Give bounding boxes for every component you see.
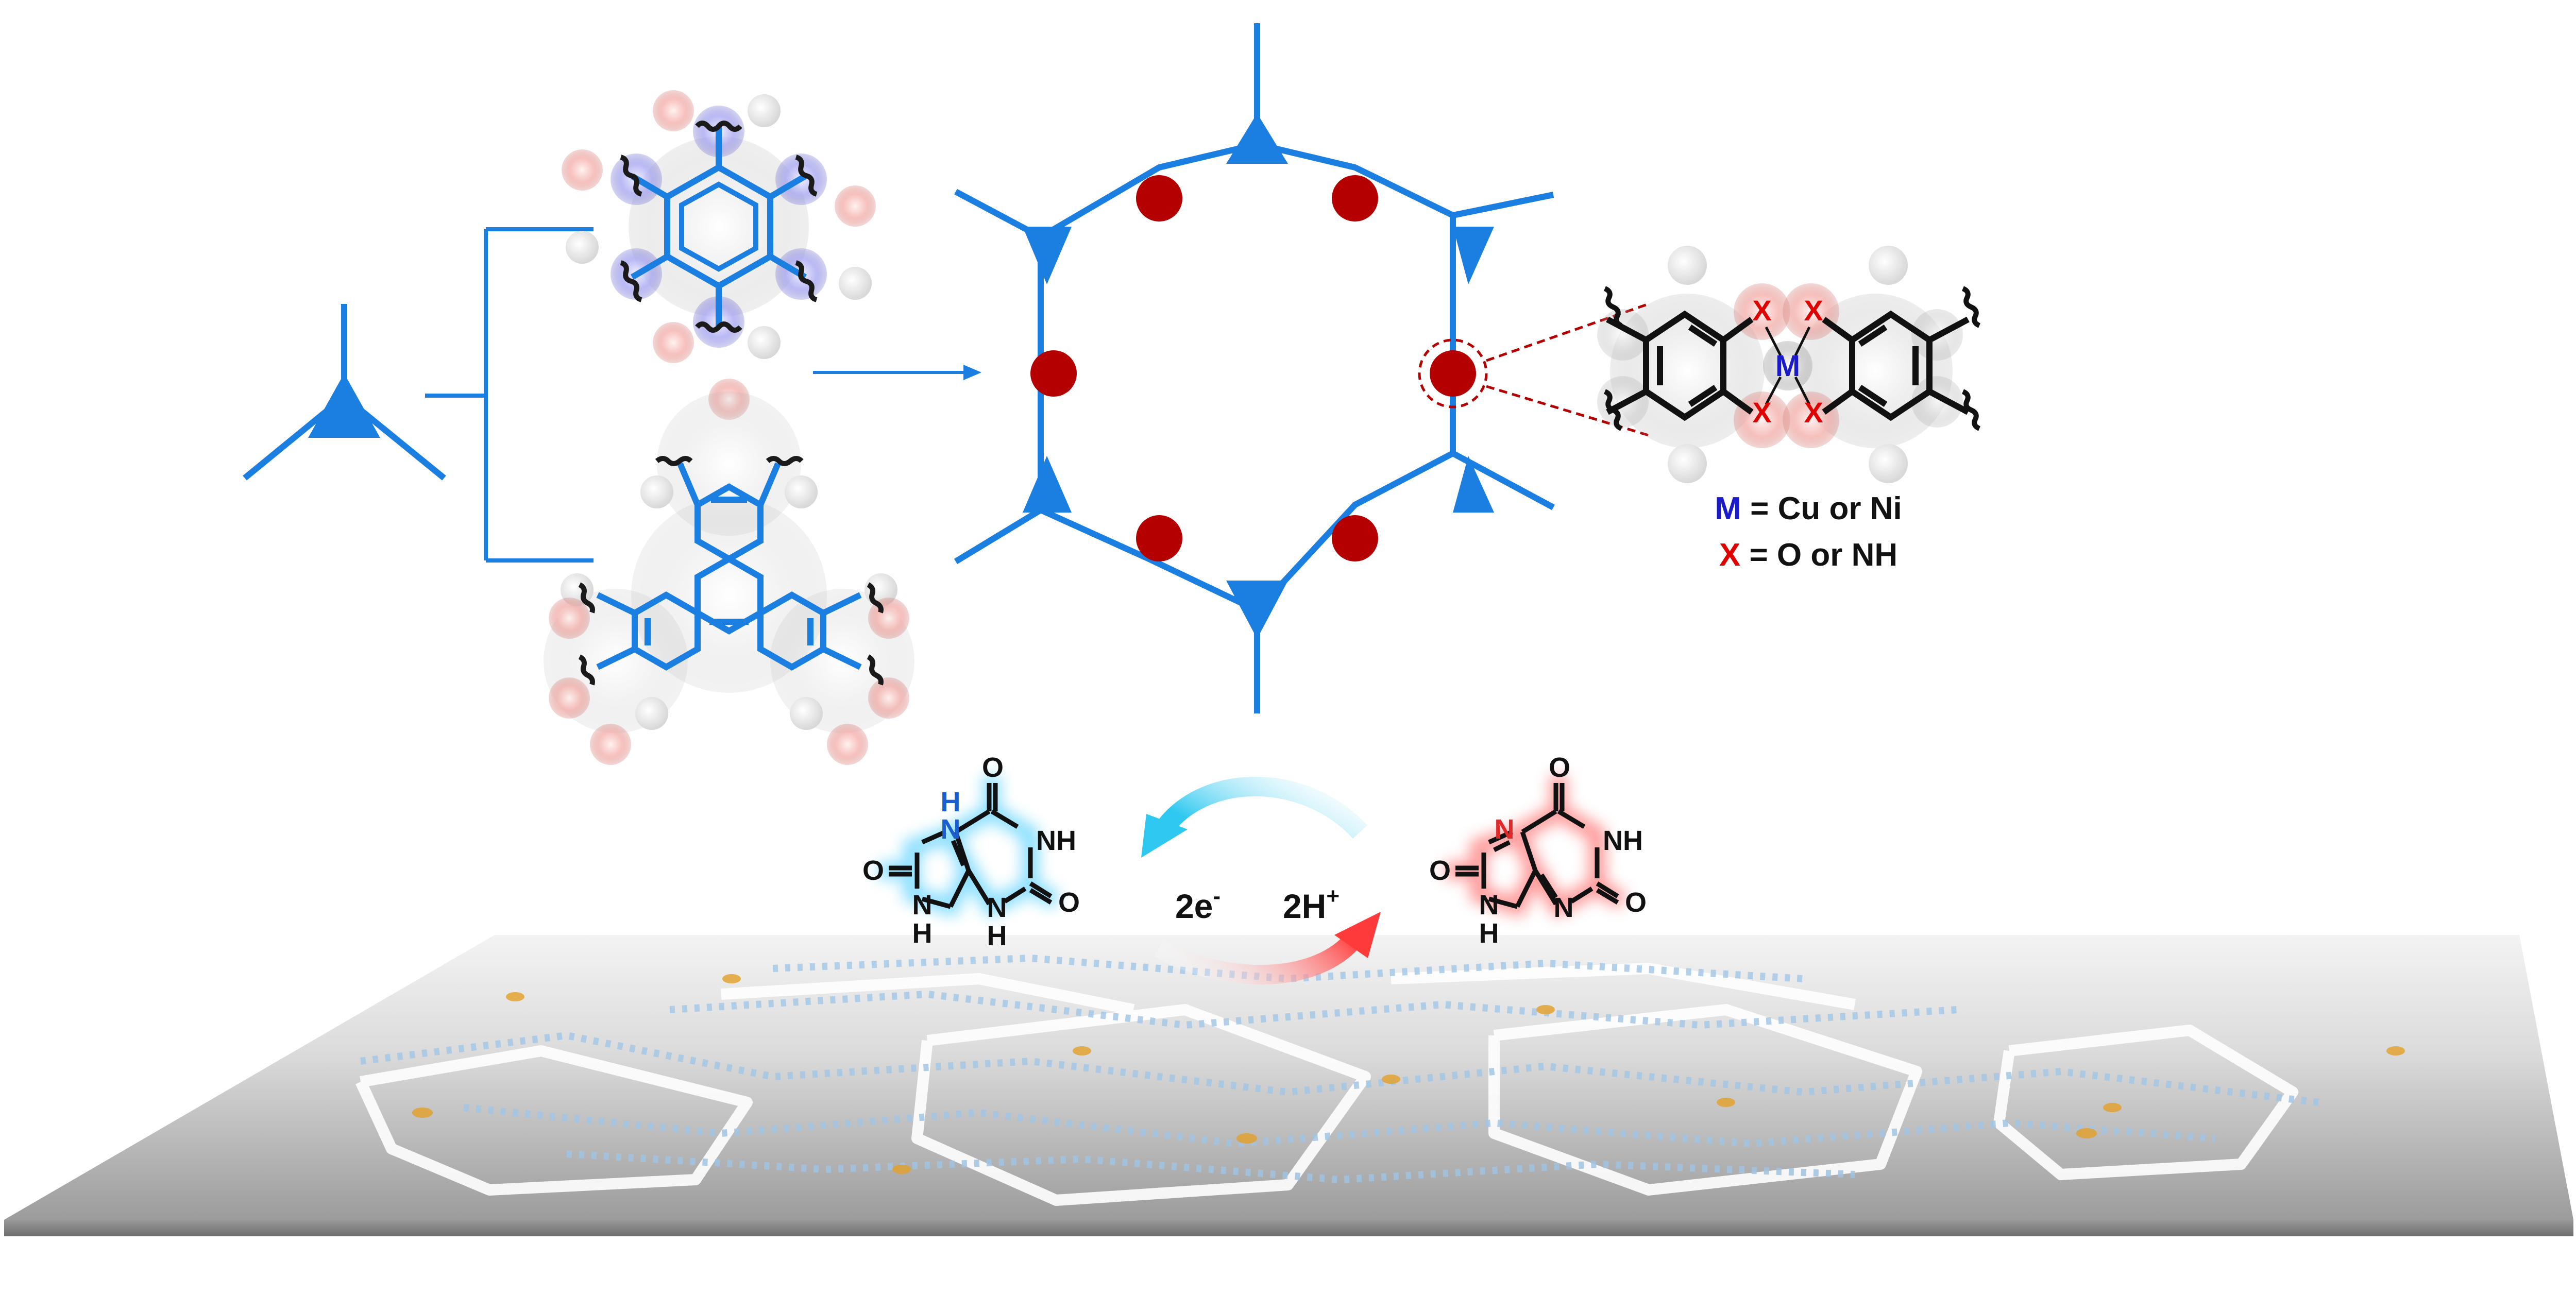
mof-film-platform (4, 935, 2573, 1236)
ligand-x-top-right: X (1804, 294, 1823, 327)
reduced-atom-o-top: O (982, 752, 1004, 783)
oxidized-atom-n-bottom-left: N (1479, 890, 1499, 921)
framework-triangle-nodes (1023, 113, 1494, 639)
reaction-electrons-base: 2e (1175, 887, 1213, 925)
oxidized-atom-o-right: O (1625, 887, 1647, 918)
framework-metal-nodes (1030, 175, 1476, 561)
reduced-atom-h-bottom-right: H (987, 921, 1007, 951)
metal-complex-structure: X X X X M (1597, 246, 1981, 483)
reduced-atom-n-bottom-left: N (912, 890, 933, 921)
oxidized-atom-n-bottom-right: N (1554, 892, 1574, 923)
reduced-atom-n-bottom-right: N (987, 892, 1007, 923)
reduced-atom-o-left: O (862, 855, 884, 886)
reaction-protons-base: 2H (1283, 887, 1326, 925)
triphenylene-linker (544, 379, 914, 765)
ligand-x-bottom-right: X (1804, 396, 1823, 429)
reaction-electrons: 2e- (1175, 883, 1221, 925)
oxidized-atom-o-left: O (1429, 855, 1451, 886)
benzene-linker (562, 90, 876, 363)
linker-bracket (425, 227, 594, 563)
reaction-electrons-sup: - (1213, 883, 1221, 909)
oxidized-atom-n-top: N (1495, 814, 1515, 845)
mof-lattice-texture (355, 954, 2405, 1206)
reaction-protons: 2H+ (1283, 883, 1340, 925)
oxidized-atom-o-top: O (1549, 752, 1570, 783)
reaction-protons-sup: + (1326, 883, 1340, 909)
ligand-x-top-left: X (1752, 294, 1771, 327)
legend-x-text: = O or NH (1740, 537, 1897, 573)
reduced-atom-o-right: O (1058, 887, 1080, 918)
legend-metal-symbol: M (1715, 491, 1741, 526)
oxidized-atom-h-bottom-left: H (1479, 918, 1499, 949)
uric-acid-oxidized: N O NH O N H N O (1429, 752, 1647, 949)
tritopic-linker-symbol (243, 304, 446, 481)
legend-x-symbol: X (1719, 537, 1740, 573)
highlighted-node-ring (1418, 338, 1488, 408)
oxidized-atom-nh-right: NH (1603, 825, 1643, 856)
reduced-atom-n1: N (941, 814, 961, 845)
legend-x: X = O or NH (1719, 537, 1897, 573)
redox-arrows (1141, 776, 1381, 985)
assembly-arrow (813, 365, 981, 380)
legend-metal-text: = Cu or Ni (1741, 491, 1902, 526)
reduced-atom-nh-right: NH (1036, 825, 1076, 856)
ligand-x-bottom-left: X (1752, 396, 1771, 429)
reduced-atom-h-top: H (941, 787, 961, 818)
legend-metal: M = Cu or Ni (1715, 491, 1902, 526)
reduced-atom-h-bottom-left: H (912, 918, 933, 949)
metal-center-m: M (1775, 349, 1800, 383)
uric-acid-reduced: H N O NH O O N H N H (862, 752, 1080, 951)
